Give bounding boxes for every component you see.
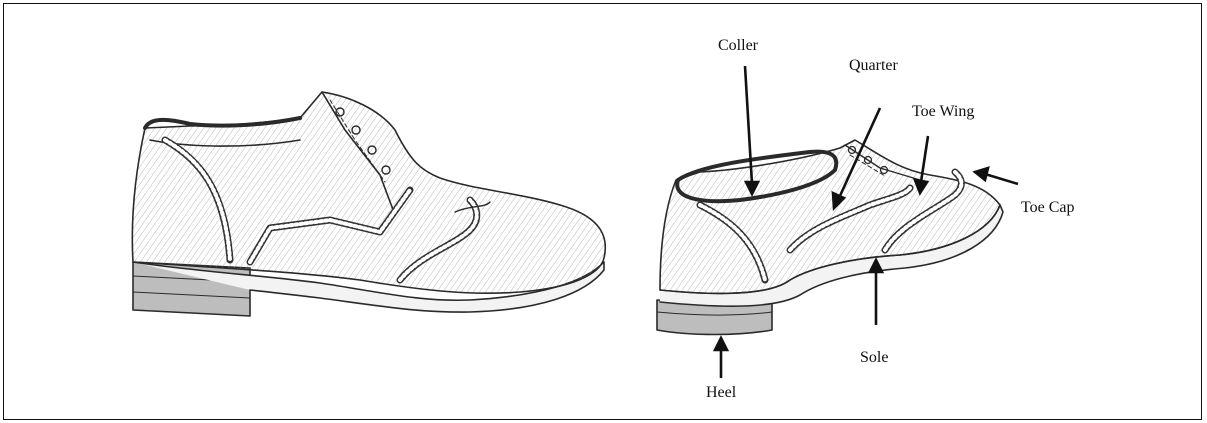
right-shoe-sketch xyxy=(657,140,1003,335)
left-shoe-upper xyxy=(132,92,605,293)
label-toe-cap: Toe Cap xyxy=(1021,200,1075,216)
label-coller: Coller xyxy=(718,38,758,54)
left-shoe-sketch xyxy=(132,92,605,316)
label-heel: Heel xyxy=(706,385,736,401)
label-quarter: Quarter xyxy=(849,58,898,74)
label-toe-wing: Toe Wing xyxy=(912,104,974,120)
label-sole: Sole xyxy=(860,350,888,366)
